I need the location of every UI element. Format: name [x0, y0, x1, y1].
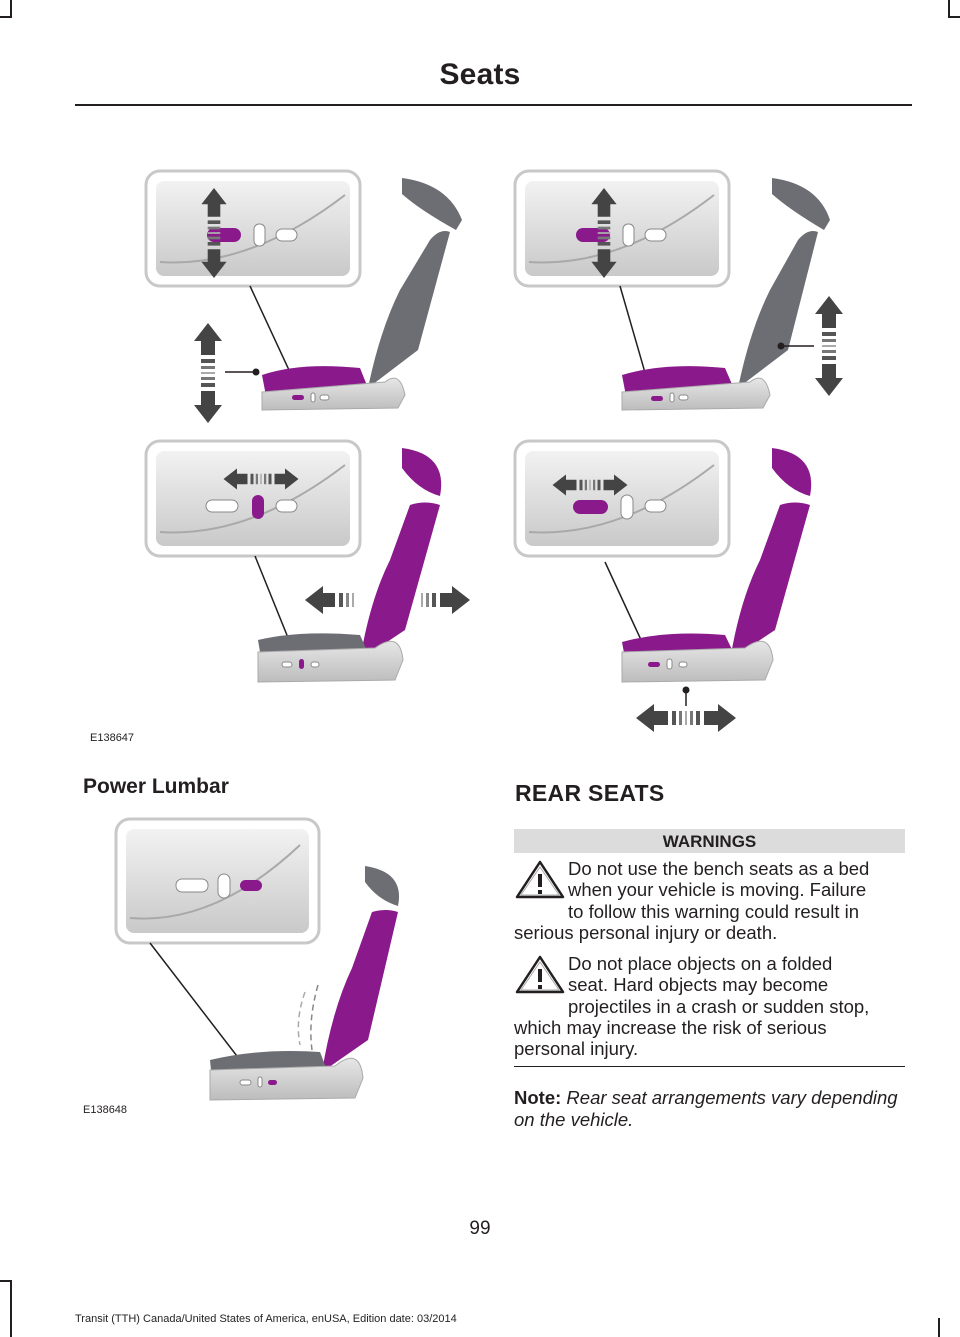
- note-text: Rear seat arrangements vary depending on…: [514, 1087, 898, 1130]
- section-heading-power-lumbar: Power Lumbar: [83, 775, 229, 798]
- warning-text: Do not use the bench seats as a bed when…: [514, 858, 870, 943]
- seat-recline-figure: [513, 169, 843, 411]
- warning-triangle-icon: [515, 860, 565, 899]
- crop-mark: [10, 1280, 12, 1337]
- seat-backrest-figure: [144, 439, 470, 683]
- note: Note: Rear seat arrangements vary depend…: [514, 1087, 906, 1131]
- crop-mark: [10, 0, 12, 18]
- crop-mark: [0, 16, 12, 18]
- figure-label: E138648: [83, 1104, 128, 1116]
- crop-mark: [0, 1280, 12, 1282]
- seat-height-figure: [144, 169, 462, 423]
- warnings-divider: [514, 1066, 905, 1067]
- crop-mark: [948, 0, 950, 18]
- warning-text: Do not place objects on a folded seat. H…: [514, 953, 870, 1060]
- power-lumbar-figure: [114, 817, 400, 1101]
- header-rule: [75, 104, 912, 106]
- warning-triangle-icon: [515, 955, 565, 994]
- crop-mark: [948, 16, 960, 18]
- note-label: Note:: [514, 1087, 562, 1108]
- seat-slide-figure: [513, 439, 812, 732]
- page-title: Seats: [439, 58, 521, 91]
- crop-mark: [938, 1318, 940, 1337]
- page-number: 99: [469, 1218, 491, 1239]
- footer: Transit (TTH) Canada/United States of Am…: [75, 1313, 457, 1325]
- warnings-heading: WARNINGS: [514, 829, 905, 853]
- figure-label: E138647: [90, 732, 135, 744]
- section-heading-rear-seats: REAR SEATS: [515, 780, 665, 806]
